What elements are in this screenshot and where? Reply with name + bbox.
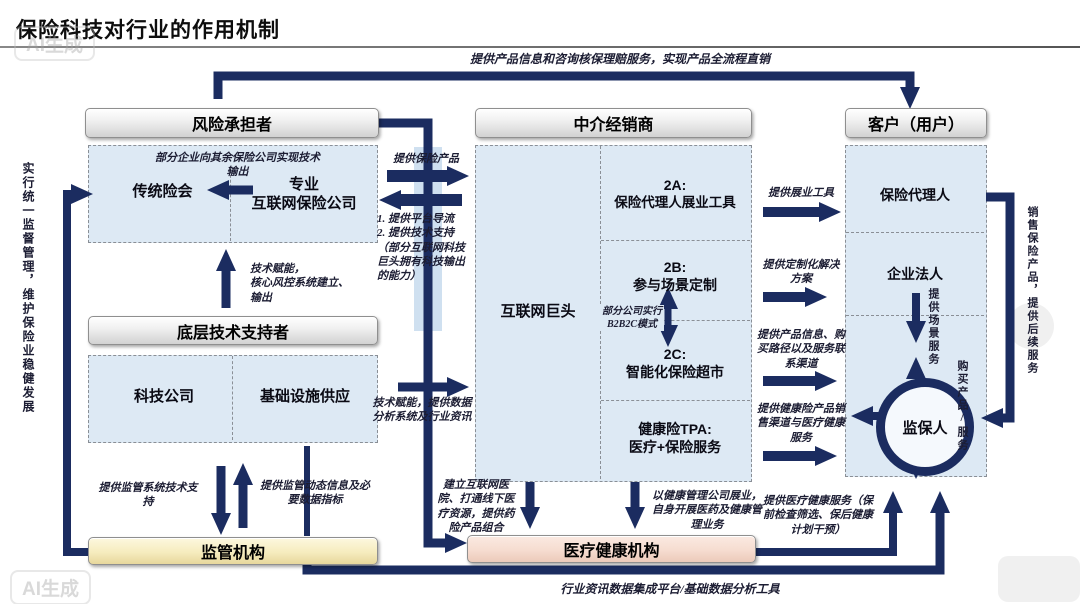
risk-divider — [230, 170, 231, 241]
cell-2a: 2A: 保险代理人展业工具 — [614, 177, 736, 211]
title-rule — [0, 46, 1080, 48]
label-bottom-platform: 行业资讯数据集成平台/基础数据分析工具 — [560, 582, 780, 596]
label-give-custom: 提供定制化解决方案 — [762, 259, 840, 286]
label-give-info: 提供产品信息、购买路径以及服务联系渠道 — [757, 329, 845, 370]
page-title: 保险科技对行业的作用机制 — [16, 19, 280, 42]
tech-divider — [232, 356, 233, 440]
label-buy-products: 购买产品/服务 — [956, 360, 968, 452]
cell-2c: 2C: 智能化保险超市 — [626, 346, 724, 381]
node-insured-circle: 监保人 — [876, 378, 974, 476]
header-intermediary: 中介经销商 — [475, 108, 752, 138]
node-insurance-agent: 保险代理人 — [880, 187, 950, 203]
header-tech-support: 底层技术支持者 — [88, 316, 378, 345]
node-professional-internet-insurer: 专业 互联网保险公司 — [251, 176, 357, 212]
label-sell-products: 销售保险产品，提供后续服务 — [1026, 206, 1038, 375]
node-internet-giant: 互联网巨头 — [500, 303, 576, 320]
cell-divider-3 — [601, 400, 750, 401]
label-reg-tech-support: 提供监管系统技术支持 — [98, 482, 198, 509]
label-hospital: 建立互联网医院、打通线下医疗资源，提供药险产品组合 — [437, 479, 515, 534]
cell-2b: 2B: 参与场景定制 — [633, 259, 717, 294]
cell-divider-1 — [601, 240, 750, 241]
label-tech-empower-core: 技术赋能， 核心风控系统建立、 输出 — [250, 263, 349, 304]
arrow-direct-sales — [213, 71, 920, 109]
line-medical-to-customer — [754, 491, 903, 556]
watermark-bottom: AI生成 — [10, 570, 92, 604]
label-unified-supervision: 实行统一监督管理，维护保险业稳健发展 — [21, 162, 35, 414]
label-med-service: 提供医疗健康服务（保前检查筛选、保后健康计划干预） — [763, 495, 873, 536]
label-provide-products: 提供保险产品 — [393, 153, 459, 165]
label-health-mgmt: 以健康管理公司展业，自身开展医药及健康管理业务 — [652, 490, 762, 531]
watermark-top: AI生成 — [14, 26, 96, 61]
watermark-circle — [1008, 303, 1054, 349]
header-regulator: 监管机构 — [88, 537, 378, 565]
node-tech-company: 科技公司 — [133, 388, 194, 405]
header-medical: 医疗健康机构 — [467, 535, 756, 563]
cell-tpa: 健康险TPA: 医疗+保险服务 — [628, 421, 722, 456]
line-bottom-platform — [302, 491, 950, 575]
risk-note: 部分企业向其余保险公司实现技术输出 — [155, 152, 320, 179]
watermark-blob — [998, 556, 1080, 602]
node-traditional-insurer: 传统险会 — [132, 183, 193, 200]
header-customer: 客户（用户） — [845, 108, 987, 138]
node-corporate: 企业法人 — [887, 266, 943, 282]
label-tech-empower-data: 技术赋能，提供数据分析系统及行业资讯 — [372, 397, 472, 424]
cell-divider-2 — [601, 320, 750, 321]
header-risk-bearer: 风险承担者 — [85, 108, 379, 138]
label-scene-service: 提供场景服务 — [927, 288, 939, 366]
tech-group-box — [88, 355, 378, 443]
node-infrastructure: 基础设施供应 — [259, 388, 350, 405]
line-risk-to-medical — [377, 118, 467, 553]
customer-divider-1 — [846, 232, 984, 233]
label-give-health: 提供健康险产品销售渠道与医疗健康服务 — [757, 403, 845, 444]
label-platform-support: 1. 提供平台导流 2. 提供技术支持 （部分互联网科技巨头拥有科技输出的能力） — [377, 213, 465, 283]
label-give-tools: 提供展业工具 — [768, 187, 834, 199]
line-regulator-to-risk — [63, 184, 93, 556]
line-sell-products — [981, 192, 1015, 428]
label-reg-info: 提供监管动态信息及必要数据指标 — [260, 480, 370, 507]
label-direct-sales: 提供产品信息和咨询核保理赔服务，实现产品全流程直销 — [469, 52, 770, 66]
b2b2c-note: 部分公司实行B2B2C模式 — [600, 305, 664, 331]
